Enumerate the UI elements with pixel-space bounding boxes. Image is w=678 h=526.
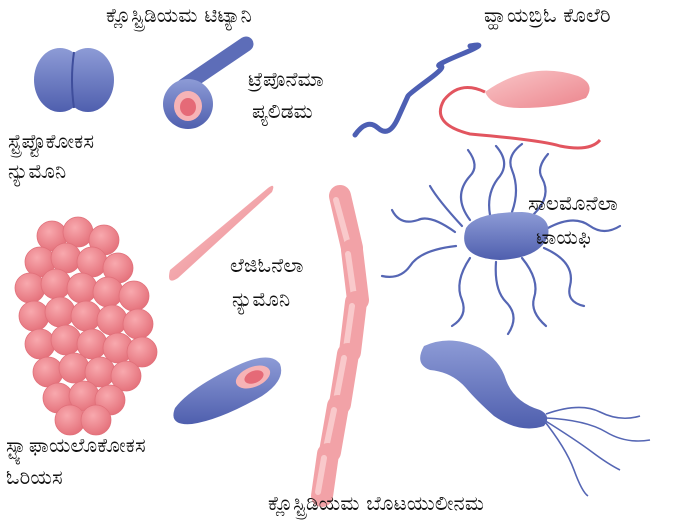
staphylococcus-coccus [93, 277, 123, 307]
staphylococcus-coccus [15, 273, 45, 303]
staphylococcus-coccus [25, 329, 55, 359]
staphylococcus-coccus [119, 281, 149, 311]
staphylococcus-coccus [51, 325, 81, 355]
label-salmonella-line1: ಸಾಲಮೊನೆಲಾ [528, 190, 618, 216]
flagellated-curved-rod-cell [420, 340, 650, 496]
clostridium-botulinum-chain [318, 196, 358, 496]
staphylococcus-coccus [71, 301, 101, 331]
label-vibrio-cholerae: ವ್ಹಾಯಬ್ರಿಓ ಕೊಲೆರಿ [484, 2, 611, 28]
staphylococcus-coccus [77, 329, 107, 359]
staphylococcus-coccus [51, 243, 81, 273]
staphylococcus-coccus [55, 405, 85, 435]
label-streptococcus-line1: ಸ್ಟ್ರೆಪ್ಟೊಕೋಕಸ [8, 128, 94, 154]
label-salmonella-line2: ಟಾಯಫಿ [536, 224, 591, 250]
staphylococcus-coccus [81, 405, 111, 435]
label-legionella-line1: ಲೆಜಿಓನೆಲಾ [230, 252, 304, 278]
label-treponema-line1: ಟ್ರೆಪೊನೆಮಾ [248, 66, 324, 92]
label-streptococcus-line2: ನ್ಯುಮೊನಿ [8, 158, 66, 184]
blue-spore-rod-cell [173, 357, 281, 424]
label-clostridium-tetani: ಕ್ಲೊಸ್ಟ್ರಿಡಿಯಮ ಟಿಟ್ಯಾನಿ [106, 2, 252, 28]
staphylococcus-coccus [59, 353, 89, 383]
staphylococcus-coccus [123, 309, 153, 339]
staphylococcus-coccus [97, 305, 127, 335]
staphylococcus-coccus [19, 301, 49, 331]
label-legionella-line2: ನ್ಯುಮೊನಿ [232, 286, 290, 312]
staphylococcus-coccus [41, 269, 71, 299]
label-staphylococcus-line1: ಸ್ಟ್ಯಾಫಾಯಲೊಕೋಕಸ [6, 432, 146, 458]
streptococcus-pneumoniae-cell [34, 48, 114, 112]
staphylococcus-coccus [33, 357, 63, 387]
label-clostridium-botulinum: ಕ್ಲೊಸ್ಟ್ರಿಡಿಯಮ ಬೊಟಯುಲೀನಮ [268, 490, 484, 516]
label-staphylococcus-line2: ಓರಿಯಸ [6, 464, 63, 490]
label-treponema-line2: ಪ್ಯಲಿಡಮ [252, 98, 313, 124]
staphylococcus-coccus [63, 217, 93, 247]
staphylococcus-coccus [77, 247, 107, 277]
staphylococcus-coccus [67, 273, 97, 303]
staphylococcus-aureus-cluster [15, 217, 157, 435]
clostridium-tetani-cell [163, 44, 246, 129]
staphylococcus-coccus [45, 297, 75, 327]
vibrio-cholerae-cell [440, 71, 600, 148]
